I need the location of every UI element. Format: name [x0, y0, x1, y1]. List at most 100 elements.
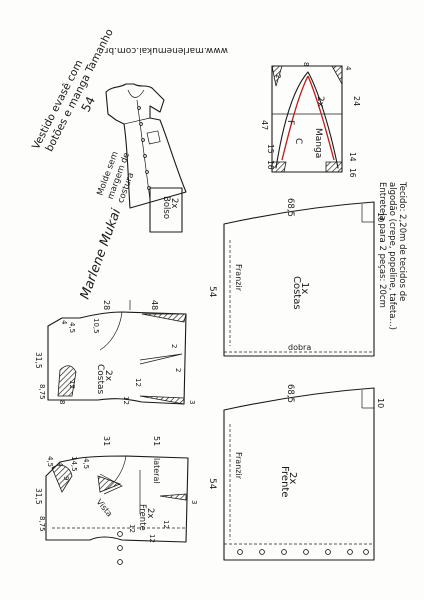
costas-saia-dim-side: 10: [376, 212, 385, 222]
manga-hatch-bottom-left: [271, 161, 287, 173]
dress-button: [145, 170, 149, 174]
bolso-qty: 2x: [169, 198, 179, 208]
costas-corpo-dim-mark-a: 4: [60, 320, 68, 325]
manga-dim-corner: 4: [344, 66, 352, 71]
manga-dim-right-b: 16: [348, 168, 357, 178]
manga-red-curve-back: [307, 75, 335, 161]
skirt-button: [303, 549, 309, 555]
fabric-line2: algodão (crepe, popeline, tafeta...): [387, 182, 397, 330]
manga-hatch-bottom-right: [325, 161, 343, 173]
no-seam-note: Molde sem margem de costura: [95, 150, 136, 204]
frente-saia-gather: Franzir: [234, 452, 243, 480]
manga-dim-small: 8: [302, 62, 310, 66]
dress-placket: [136, 99, 151, 201]
fabric-line1: Tecido: 2,20m de tecidos de: [397, 181, 407, 301]
skirt-button: [259, 549, 265, 555]
dress-outline: [105, 83, 187, 209]
dress-sketch: [105, 83, 187, 209]
signature-block: Marlene Mukai: [78, 207, 125, 302]
costas-corpo-dim-side-a: 3: [188, 400, 196, 404]
costas-corpo-hatch-bottom: [139, 395, 185, 405]
frente-corpo-dim-shoulder: 12: [128, 524, 136, 533]
frente-corpo-dim-height-b: 8,75: [38, 516, 46, 532]
manga-dim-top-width: 24: [352, 96, 361, 106]
costas-corpo-dim-shoulder: 12: [68, 380, 76, 389]
skirt-button: [325, 549, 331, 555]
costas-corpo-piece: Costas 2x 48 28 10,5 4,5 12 2 31,5 8,75 …: [34, 300, 196, 405]
costas-corpo-dim-neck-a: 10,5: [92, 318, 100, 334]
costas-corpo-dim-height-a: 31,5: [34, 352, 43, 369]
manga-mark-f: F: [285, 120, 295, 125]
frente-corpo-hatch-armhole: [97, 475, 122, 493]
frente-corpo-piece: Frente 2x lateral Vista 51 31 14,5 9 12 …: [34, 436, 198, 565]
frente-corpo-dim-height-a: 31,5: [34, 488, 43, 505]
bodice-button: [117, 545, 123, 551]
costas-saia-piece: Costas 1x Franzir dobra 54 68,5 10: [207, 198, 385, 357]
costas-corpo-dim-side-b: 8: [58, 400, 66, 404]
costas-corpo-dim-lower: 12: [122, 396, 130, 405]
dress-button: [137, 106, 141, 110]
title-size: 54: [79, 94, 98, 114]
frente-corpo-dim-lower: 12: [148, 534, 156, 543]
frente-saia-qty: 2x: [287, 472, 298, 484]
frente-saia-dim-side: 10: [376, 398, 385, 408]
costas-corpo-dim-outer: 48: [150, 300, 159, 310]
website-block: www.marlenemukai.com.br: [104, 45, 228, 55]
skirt-button: [347, 549, 353, 555]
costas-corpo-hatch-armhole: [57, 365, 77, 397]
manga-hatch-top-right: [331, 65, 343, 86]
skirt-button: [363, 549, 369, 555]
bolso-piece: Bolso 2x: [149, 187, 183, 233]
manga-dim-seg-c: 2: [274, 74, 282, 78]
costas-saia-gather: Franzir: [234, 264, 243, 292]
manga-qty: 2x: [315, 96, 325, 108]
costas-corpo-armhole: [99, 311, 123, 351]
costas-corpo-dim-mark-b: 2: [174, 368, 182, 372]
costas-corpo-dim-height-c: 12: [134, 378, 142, 387]
manga-label: Manga: [313, 128, 323, 158]
manga-piece: 2x Manga F C 24 47 15 16 2 14 16 4 8: [260, 62, 361, 178]
bolso-label: Bolso: [161, 196, 171, 219]
frente-corpo-qty: 2x: [145, 508, 155, 518]
costas-corpo-label: Costas: [95, 364, 105, 395]
costas-saia-outline: [223, 201, 375, 357]
manga-dim-right-a: 14: [348, 152, 357, 162]
frente-corpo-dim-neck-a: 14,5: [70, 456, 78, 472]
manga-hatch-top-left: [271, 65, 283, 87]
manga-cap-curve: [275, 71, 339, 169]
frente-corpo-label: Frente: [137, 504, 147, 531]
dress-waist: [123, 117, 151, 125]
dress-button: [141, 138, 145, 142]
frente-corpo-dim-corner: 4,5: [46, 456, 54, 467]
manga-dim-seg-b: 16: [266, 160, 275, 170]
frente-corpo-dim-height-c: 12: [162, 520, 170, 529]
costas-saia-dim-top: 68,5: [285, 198, 295, 217]
costas-corpo-outline: [47, 311, 187, 405]
costas-corpo-hatch-top: [141, 313, 187, 323]
costas-saia-qty: 1x: [299, 282, 310, 294]
costas-saia-label: Costas: [291, 276, 302, 310]
frente-corpo-dim-inner: 31: [102, 436, 111, 446]
frente-saia-dim-top: 68,5: [285, 384, 295, 403]
manga-dim-seg-a: 15: [266, 144, 275, 154]
skirt-button: [237, 549, 243, 555]
manga-outline: [271, 65, 343, 173]
frente-corpo-vista: Vista: [94, 498, 114, 519]
costas-saia-dim-height: 54: [207, 286, 217, 298]
costas-corpo-dim-armhole: 2: [170, 344, 178, 348]
frente-corpo-dim-side-a: 3: [190, 500, 198, 504]
title-block: Vestido evasê com botões e manga Tamanho…: [30, 27, 116, 154]
bodice-button: [117, 559, 123, 565]
manga-red-curve-front: [281, 75, 309, 161]
frente-corpo-dim-neck-b: 9: [62, 476, 70, 480]
bolso-outline: [149, 187, 183, 233]
frente-corpo-dim-outer: 51: [152, 436, 161, 446]
frente-saia-piece: Frente 2x Franzir 54 68,5 10: [207, 384, 385, 561]
manga-dim-left-height: 47: [260, 120, 269, 130]
manga-mark-c: C: [293, 138, 303, 144]
frente-corpo-dim-mark: 4: [56, 462, 64, 467]
costas-corpo-dim-height-b: 8,75: [38, 384, 46, 400]
website-text: www.marlenemukai.com.br: [104, 45, 228, 55]
